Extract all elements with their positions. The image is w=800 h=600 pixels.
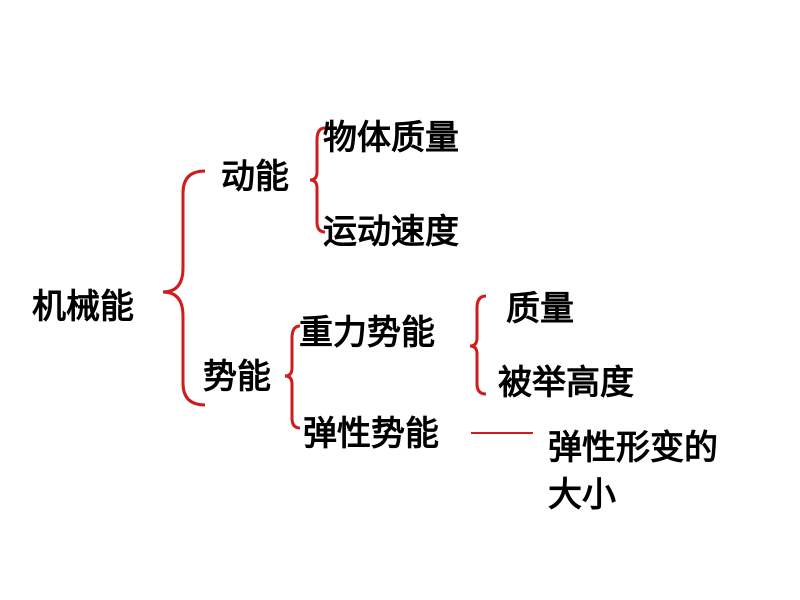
root-node: 机械能 — [32, 287, 134, 327]
root-bracket — [162, 169, 206, 407]
elastic-factor-line1: 弹性形变的 — [548, 428, 718, 468]
gravitational-bracket — [469, 294, 487, 396]
gravitational-factor-height: 被举高度 — [498, 363, 634, 403]
gravitational-factor-mass: 质量 — [506, 289, 574, 329]
gravitational-potential-node: 重力势能 — [299, 313, 435, 353]
kinetic-factor-speed: 运动速度 — [323, 212, 459, 252]
kinetic-bracket — [309, 126, 326, 234]
potential-energy-node: 势能 — [203, 357, 271, 397]
elastic-factor-line2: 大小 — [548, 475, 616, 515]
elastic-potential-node: 弹性势能 — [303, 414, 439, 454]
kinetic-energy-node: 动能 — [221, 157, 289, 197]
potential-bracket — [284, 324, 301, 430]
kinetic-factor-mass: 物体质量 — [323, 118, 459, 158]
